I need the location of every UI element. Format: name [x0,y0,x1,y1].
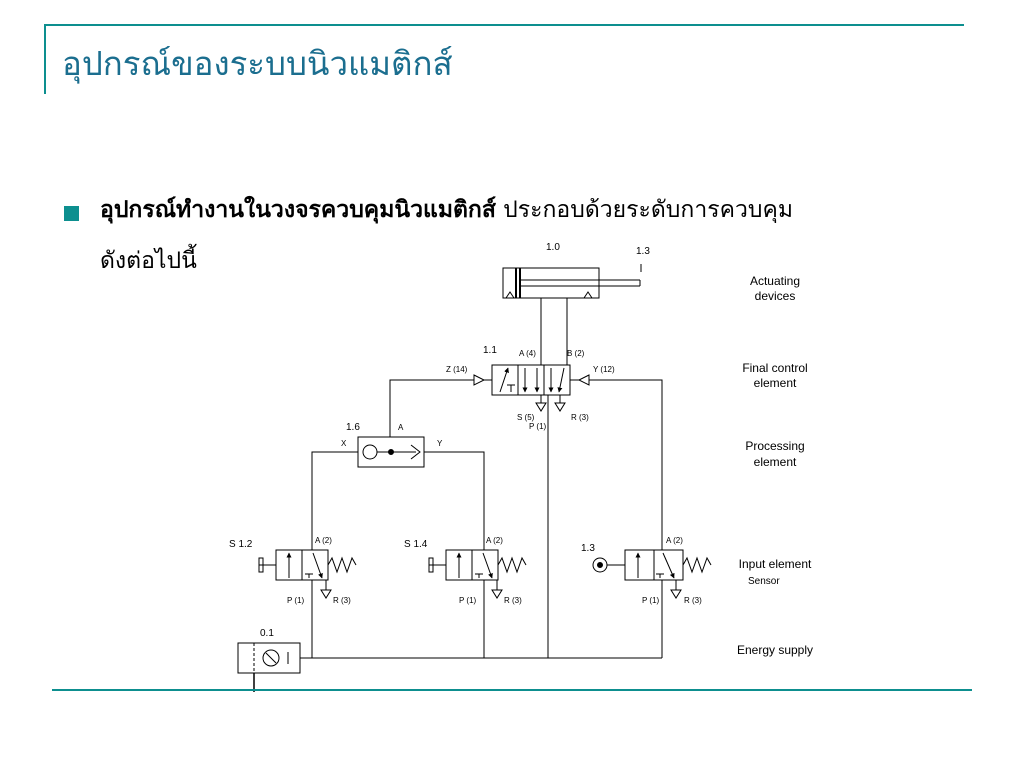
level-final-1: Final control [742,361,807,375]
level-processing-2: element [754,455,797,469]
port-s14-r3: R (3) [504,596,522,605]
label-shuttle: 1.6 [346,422,360,433]
port-sensor-r3: R (3) [684,596,702,605]
shuttle-valve [357,436,425,468]
level-energy: Energy supply [737,643,813,657]
port-s5: S (5) [517,413,535,422]
level-sensor: Sensor [748,576,780,587]
port-p1: P (1) [529,422,547,431]
label-supply: 0.1 [260,628,274,639]
input-valve-sensor [592,549,712,658]
label-s12: S 1.2 [229,539,253,550]
input-valve-s12 [258,549,357,658]
bullet-bold-text: อุปกรณ์ทำงานในวงจรควบคุมนิวแมติกส์ [100,196,496,223]
service-unit [237,642,301,692]
input-valve-s14 [428,549,527,658]
port-b2: B (2) [567,349,585,358]
final-control-valve [473,364,590,412]
port-y12: Y (12) [593,365,615,374]
top-rule [44,24,964,26]
bullet-text: อุปกรณ์ทำงานในวงจรควบคุมนิวแมติกส์ ประกอ… [100,196,793,225]
port-sensor-a2: A (2) [666,536,683,545]
slide-title: อุปกรณ์ของระบบนิวแมติกส์ [62,44,453,83]
bullet-rest-text: ประกอบด้วยระดับการควบคุม [495,197,794,223]
port-s14-a2: A (2) [486,536,503,545]
port-a4: A (4) [519,349,536,358]
double-acting-cylinder [502,264,642,299]
label-sensor-valve: 1.3 [581,543,595,554]
port-sensor-p1: P (1) [642,596,660,605]
bottom-rule [52,689,972,691]
port-z14: Z (14) [446,365,468,374]
bullet-marker [64,206,79,221]
port-shuttle-a: A [398,423,404,432]
port-shuttle-y: Y [437,439,443,448]
label-s14: S 1.4 [404,539,428,550]
port-s12-p1: P (1) [287,596,305,605]
label-cylinder: 1.0 [546,242,560,253]
port-shuttle-x: X [341,439,347,448]
bullet-text-line2: ดังต่อไปนี้ [100,248,197,274]
level-actuating-1: Actuating [750,274,800,288]
level-input: Input element [739,557,812,571]
port-s14-p1: P (1) [459,596,477,605]
port-s12-r3: R (3) [333,596,351,605]
label-limit-top: 1.3 [636,246,650,257]
port-s12-a2: A (2) [315,536,332,545]
label-final-valve: 1.1 [483,345,497,356]
level-actuating-2: devices [755,289,796,303]
port-r3: R (3) [571,413,589,422]
side-rule [44,24,46,94]
level-final-2: element [754,376,797,390]
level-processing-1: Processing [745,439,804,453]
